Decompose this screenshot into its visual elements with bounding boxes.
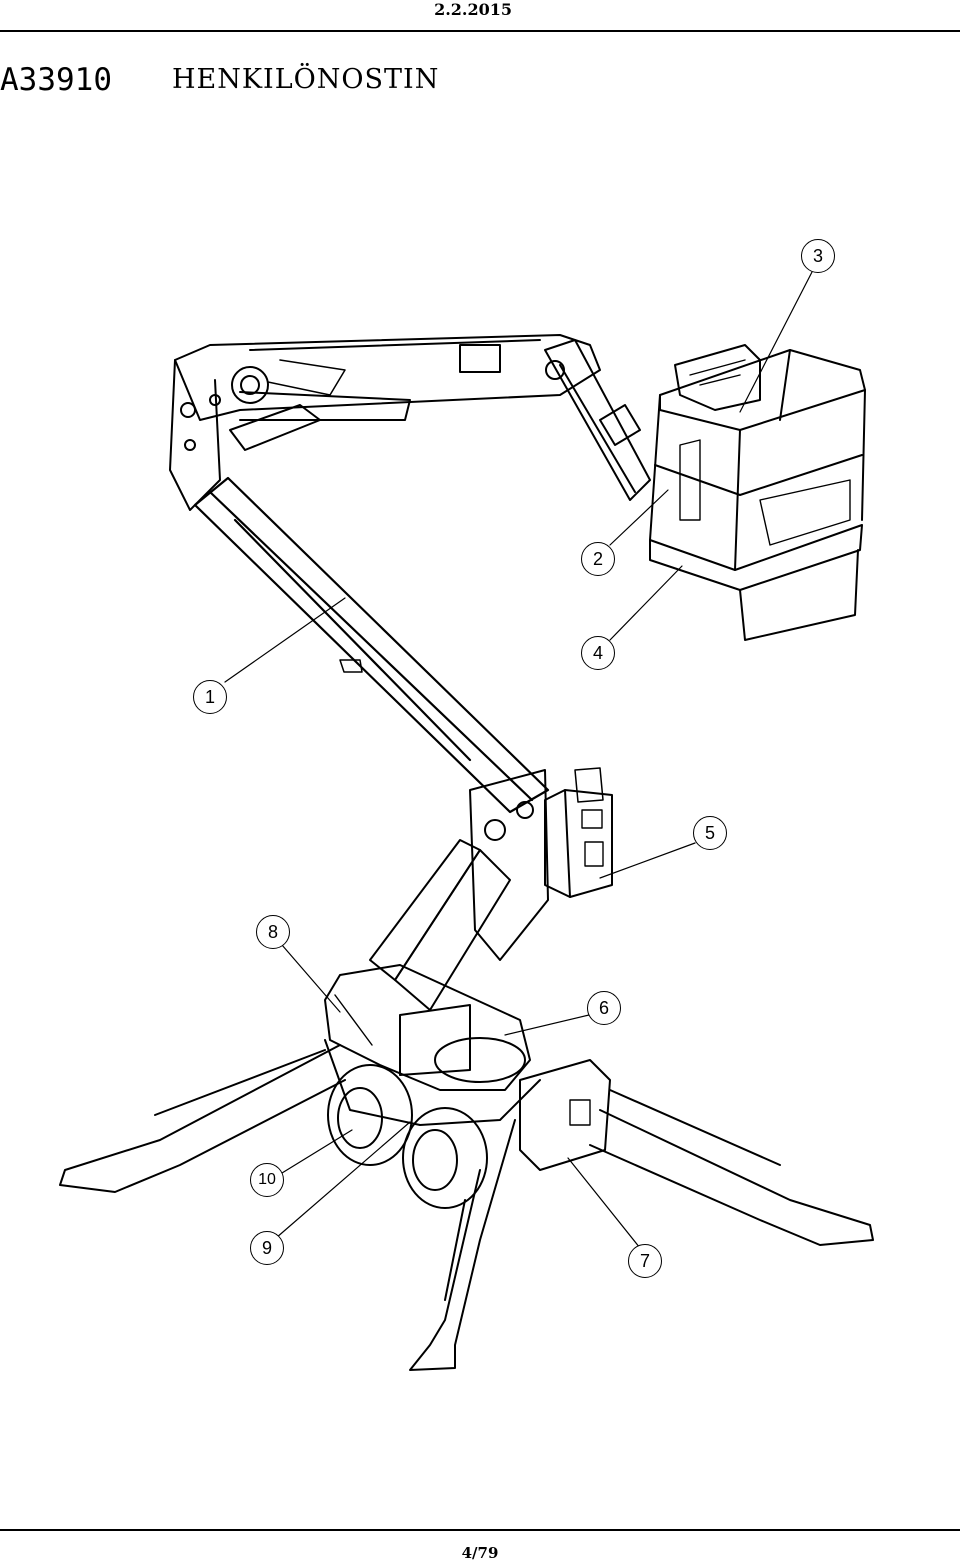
callout-8: 8 [256, 915, 290, 949]
work-basket [649, 344, 866, 641]
wheels [327, 1064, 488, 1209]
header-rule [0, 30, 960, 32]
callout-7: 7 [628, 1244, 662, 1278]
leader-lines [224, 271, 813, 1249]
callout-5: 5 [693, 816, 727, 850]
callout-2: 2 [581, 542, 615, 576]
callout-6: 6 [587, 991, 621, 1025]
jib-arm [169, 334, 601, 511]
lower-boom [369, 769, 549, 1011]
callout-3: 3 [801, 239, 835, 273]
callout-9: 9 [250, 1231, 284, 1265]
outriggers [59, 1044, 874, 1371]
jib-to-basket [544, 339, 651, 501]
callout-4: 4 [581, 636, 615, 670]
ground-control-box [544, 767, 613, 898]
upper-boom [193, 476, 550, 814]
callout-10: 10 [250, 1163, 284, 1197]
document-title: HENKILÖNOSTIN [172, 64, 440, 95]
power-unit-box [519, 1059, 611, 1171]
document-code: A33910 [0, 62, 112, 98]
footer-rule [0, 1529, 960, 1531]
turret-chassis [324, 964, 541, 1126]
callout-1: 1 [193, 680, 227, 714]
document-date: 2.2.2015 [434, 0, 512, 19]
page-number: 4/79 [461, 1544, 499, 1562]
